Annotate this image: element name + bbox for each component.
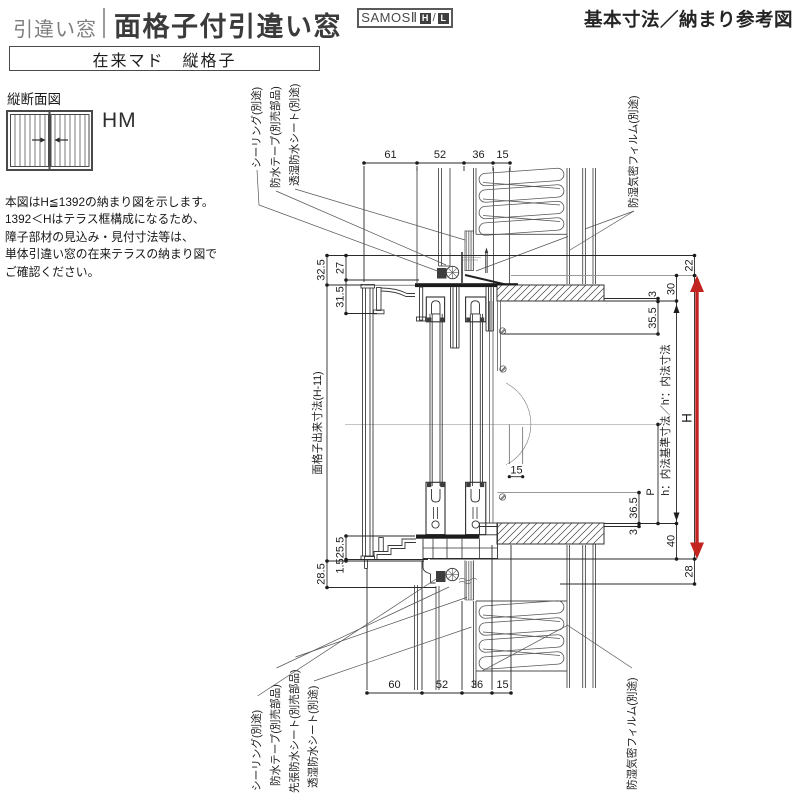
sealing-sill [436, 567, 478, 585]
window-schematic-icon [6, 110, 93, 171]
dim-chain-bottom: 60 52 36 15 [365, 545, 513, 695]
callout-sealing-top: シーリング(別途) [250, 87, 263, 168]
dim-right-30: 30 [665, 283, 677, 295]
callout-top-right: 防湿気密フィルム(別途) [569, 95, 640, 251]
dim-left-32-5: 32.5 [315, 259, 327, 280]
frame-sill [416, 522, 498, 584]
subtitle-label: 在来マド 縦格子 [92, 52, 237, 70]
dim-inner-15-label: 15 [510, 465, 522, 477]
dim-inner-height-label: h：内法基準寸法／h'：内法寸法 [659, 344, 672, 496]
dim-right-22: 22 [683, 259, 695, 271]
lattice-bracket-bottom [364, 537, 416, 569]
dim-top-15: 15 [496, 149, 508, 161]
callout-vapor-barrier-top: 防湿気密フィルム(別途) [627, 95, 640, 208]
glazing-panes [429, 313, 483, 486]
dim-bottom-60: 60 [388, 679, 400, 691]
note-line: ご確認ください。 [5, 264, 100, 279]
brand-separator: / [432, 12, 436, 24]
frame-head [415, 283, 518, 349]
dim-right-3-bottom: 3 [628, 529, 640, 535]
overall-height-arrow [690, 275, 704, 559]
dim-lattice-height-label: 面格子出来寸法(H-11) [311, 371, 324, 474]
note-line: 本図はH≦1392の納まり図を示します。 [5, 195, 214, 209]
callout-bottom-right: 防湿気密フィルム(別途) [567, 625, 639, 790]
subtitle-box: 在来マド 縦格子 [9, 46, 320, 71]
callout-sealing-bottom: シーリング(別途) [250, 710, 263, 791]
brand-name: SAMOSⅡ [361, 10, 418, 25]
callout-breathable-sheet-top: 透湿防水シート(別途) [288, 84, 301, 186]
dim-left-27: 27 [334, 262, 346, 274]
dim-left-1-5: 1.5 [334, 558, 346, 573]
wall-section-top [416, 168, 596, 284]
callouts-bottom-left: シーリング(別途) 防水テープ(別売部品) 先張防水シート(別売部品) 透湿防水… [250, 577, 472, 793]
callout-vapor-barrier-bottom: 防湿気密フィルム(別途) [626, 677, 639, 790]
insulation-batt-top [478, 167, 565, 236]
dim-top-36: 36 [472, 149, 484, 161]
dim-right-36-5: 36.5 [628, 497, 640, 518]
callout-waterproof-tape-top: 防水テープ(別売部品) [269, 86, 282, 188]
page-title: 面格子付引違い窓 [114, 12, 342, 42]
interior-board-head [496, 284, 605, 302]
note-line: 1392＜Hはテラス框構成になるため、 [5, 212, 205, 227]
dim-chain-top: 61 52 36 15 [362, 149, 512, 282]
insulation-batt-bottom [478, 600, 565, 670]
interior-casing [489, 301, 501, 523]
callout-waterproof-tape-bottom: 防水テープ(別売部品) [269, 684, 282, 786]
dim-left-28-5: 28.5 [315, 563, 327, 584]
dim-P-label: P [645, 488, 657, 495]
callouts-top-left: シーリング(別途) 防水テープ(別売部品) 透湿防水シート(別途) [250, 84, 466, 272]
slide-direction-arrows [32, 137, 68, 143]
dim-right-28: 28 [683, 565, 695, 577]
wall-section-bottom [414, 544, 596, 690]
dim-right-40: 40 [665, 535, 677, 547]
brand-badge-h: H [419, 12, 431, 24]
dims-right: 22 30 3 35.5 h：内法基準寸法／h'：内法寸法 H P 36.5 3… [430, 253, 697, 586]
note-line: 障子部材の見込み・見付寸法等は、 [5, 229, 194, 244]
dim-bottom-36: 36 [471, 679, 483, 691]
note-text: 本図はH≦1392の納まり図を示します。 1392＜Hはテラス框構成になるため、… [5, 194, 225, 281]
doc-type-label: 基本寸法／納まり参考図 [583, 9, 793, 30]
brand-box: SAMOSⅡ H / L [357, 8, 453, 28]
lattice-bracket-top [363, 284, 415, 315]
dim-inner-15: 15 [507, 424, 526, 479]
dim-right-35-5: 35.5 [647, 307, 659, 328]
note-line: 単体引違い窓の在来テラスの納まり図で [5, 247, 218, 262]
brand-badge-l: L [437, 12, 449, 24]
weather-sheet-top [461, 230, 511, 287]
callout-pre-applied-sheet-bottom: 先張防水シート(別売部品) [288, 669, 301, 793]
interior-board-sill [496, 522, 605, 545]
sealing-head [437, 265, 460, 280]
section-label: 縦断面図 [7, 92, 61, 107]
dim-H-label: H [680, 413, 695, 423]
dim-top-52: 52 [434, 149, 446, 161]
dim-bottom-15: 15 [496, 679, 508, 691]
dim-top-61: 61 [384, 149, 396, 161]
title-divider [103, 8, 105, 38]
callout-breathable-sheet-bottom: 透湿防水シート(別途) [307, 686, 320, 788]
window-category-label: 引違い窓 [13, 19, 97, 41]
sash-bottom-rails [425, 481, 487, 536]
dim-bottom-52: 52 [436, 679, 448, 691]
dim-right-3-top: 3 [647, 291, 659, 297]
face-lattice-bar [360, 284, 375, 560]
reference-lines [345, 275, 697, 493]
dim-left-25-5: 25.5 [334, 537, 346, 558]
dims-left: 32.5 27 31.5 面格子出来寸法(H-11) 25.5 1.5 28.5 [311, 253, 695, 590]
window-type-code: HM [102, 109, 137, 132]
dim-left-31-5: 31.5 [334, 286, 346, 307]
